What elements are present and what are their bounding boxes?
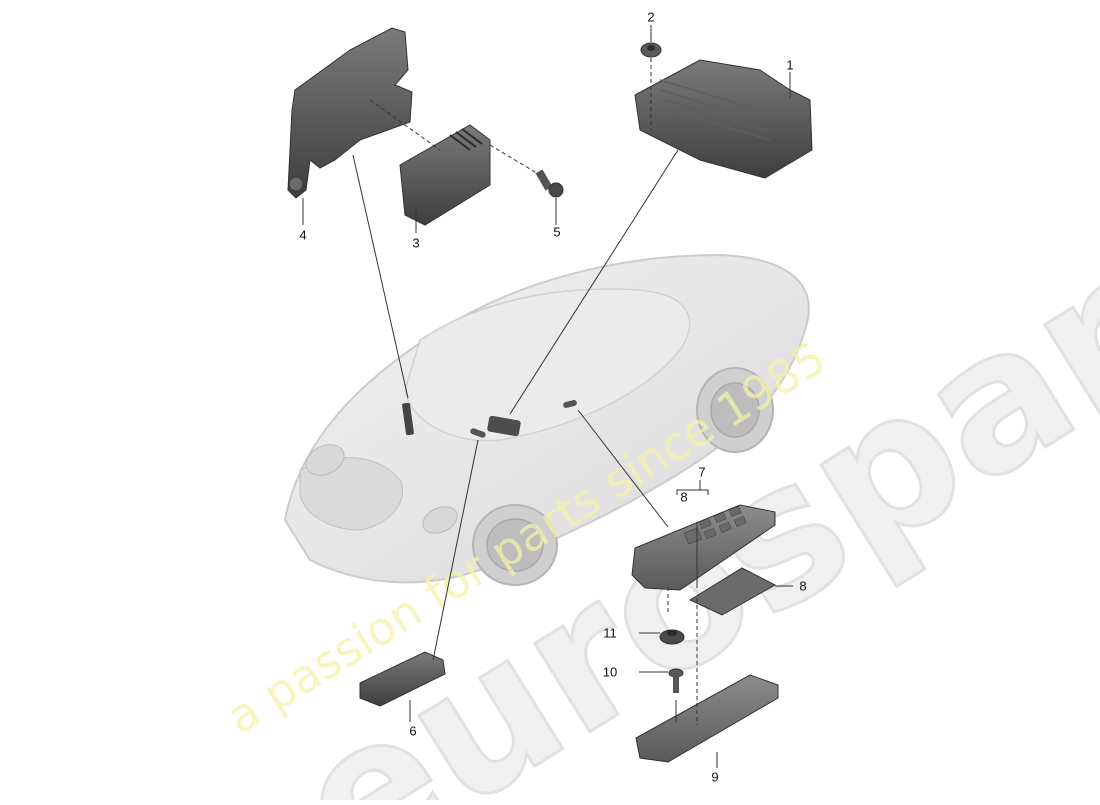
part-1-control-unit xyxy=(634,59,813,179)
callout-3: 3 xyxy=(412,235,420,251)
callout-11: 11 xyxy=(603,625,617,641)
car-body xyxy=(283,253,810,586)
part-10-screw xyxy=(668,668,684,693)
callout-1: 1 xyxy=(786,57,794,73)
callout-9: 9 xyxy=(711,769,719,785)
callout-7: 7 xyxy=(698,464,706,480)
installed-parts xyxy=(402,399,577,438)
callout-5: 5 xyxy=(553,224,561,240)
part-5-bolt xyxy=(535,169,564,198)
part-11-grommet xyxy=(659,629,685,645)
callout-4: 4 xyxy=(299,227,307,243)
part-4-bracket xyxy=(287,27,413,199)
callout-2: 2 xyxy=(647,9,655,25)
part-6-antenna-module xyxy=(359,651,446,707)
part-3-control-unit xyxy=(399,124,491,226)
callout-10: 10 xyxy=(602,664,618,680)
callout-6: 6 xyxy=(409,723,417,739)
part-8-battery-cover xyxy=(688,567,777,616)
callout-8-handset: 8 xyxy=(680,489,688,505)
part-9-cradle xyxy=(635,674,779,763)
leader-lines xyxy=(302,25,793,768)
part-2-nut xyxy=(640,42,662,58)
callout-8-cover: 8 xyxy=(799,578,807,594)
